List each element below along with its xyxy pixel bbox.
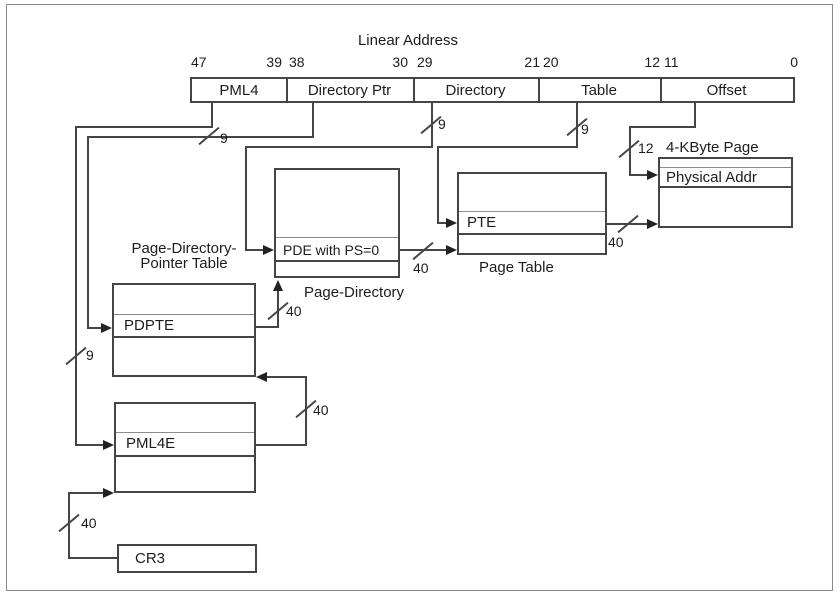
linear-address-box: PML4 Directory Ptr Directory Table Offse… xyxy=(190,77,795,103)
connector-dir-v xyxy=(245,146,247,251)
arrow-into-pte xyxy=(446,218,457,228)
caption-pdpt: Page-Directory- Pointer Table xyxy=(112,241,256,271)
bit-label-11: 11 xyxy=(664,54,679,70)
connector-cr3-h xyxy=(68,557,117,559)
entry-pml4e: PML4E xyxy=(126,435,176,452)
cr3-box: CR3 xyxy=(117,544,257,573)
connector-pml4-v xyxy=(75,126,77,445)
caption-page-table: Page Table xyxy=(479,259,554,276)
connector-offset-v xyxy=(629,126,631,176)
bus-label-offset-width: 12 xyxy=(638,140,654,156)
arrow-into-page-directory-base xyxy=(273,280,283,291)
row-divider xyxy=(276,260,398,262)
bus-label-cr3-width: 40 xyxy=(81,515,97,531)
connector-offset-h xyxy=(629,126,696,128)
row-divider xyxy=(459,211,605,212)
caption-page-directory: Page-Directory xyxy=(304,284,405,301)
pdpt-box: PDPTE xyxy=(112,283,256,377)
arrow-into-pde xyxy=(263,245,274,255)
connector-pml4-h xyxy=(75,126,213,128)
page-directory-box: PDE with PS=0 xyxy=(274,168,400,278)
entry-pde: PDE with PS=0 xyxy=(283,242,380,258)
connector-cr3-in xyxy=(68,492,104,494)
bit-label-29: 29 xyxy=(417,54,433,70)
connector-pdpte-out-h xyxy=(255,326,279,328)
connector-pml4-in xyxy=(75,444,104,446)
caption-pdpt-line1: Page-Directory- xyxy=(131,240,237,257)
field-directory: Directory xyxy=(413,79,540,101)
connector-dirptr-in xyxy=(87,327,104,329)
connector-pml4e-out-h xyxy=(255,444,307,446)
connector-table-in xyxy=(437,222,447,224)
arrow-into-page-base xyxy=(647,219,658,229)
linear-address-title: Linear Address xyxy=(357,32,459,49)
connector-table-h xyxy=(437,146,578,148)
row-divider xyxy=(116,432,254,433)
bit-label-30: 30 xyxy=(392,54,408,70)
arrow-into-page-table-base xyxy=(446,245,457,255)
row-divider xyxy=(116,455,254,457)
connector-dirptr-drop xyxy=(312,101,314,138)
bit-label-39: 39 xyxy=(266,54,282,70)
field-directory-ptr: Directory Ptr xyxy=(286,79,415,101)
row-divider xyxy=(276,237,398,238)
row-divider xyxy=(459,233,605,235)
connector-offset-drop xyxy=(694,101,696,128)
connector-dirptr-h xyxy=(87,136,314,138)
connector-cr3-v xyxy=(68,492,70,559)
arrow-into-pml4e xyxy=(103,440,114,450)
page-table-box: PTE xyxy=(457,172,607,255)
entry-cr3: CR3 xyxy=(135,550,166,567)
bit-label-47: 47 xyxy=(191,54,207,70)
row-divider xyxy=(660,186,791,188)
arrow-into-pml4-base xyxy=(103,488,114,498)
page-4k-box: Physical Addr xyxy=(658,157,793,228)
entry-physical-addr: Physical Addr xyxy=(666,169,757,186)
bit-label-20: 20 xyxy=(543,54,559,70)
connector-table-v xyxy=(437,146,439,223)
caption-pdpt-line2: Pointer Table xyxy=(140,255,228,272)
bit-label-0: 0 xyxy=(790,54,798,70)
bus-label-dir-index: 9 xyxy=(438,116,446,132)
bus-label-pml4e-width: 40 xyxy=(313,402,329,418)
row-divider xyxy=(660,167,791,168)
bus-label-pdpte-width: 40 xyxy=(286,303,302,319)
bus-label-pde-width: 40 xyxy=(413,260,429,276)
diagram-frame xyxy=(6,4,833,591)
bit-label-12: 12 xyxy=(644,54,660,70)
bus-label-table-index: 9 xyxy=(581,121,589,137)
connector-pml4-drop xyxy=(211,101,213,128)
bus-label-pml4-index: 9 xyxy=(86,347,94,363)
connector-offset-in xyxy=(629,174,648,176)
bit-label-38: 38 xyxy=(289,54,305,70)
connector-dir-h xyxy=(245,146,433,148)
field-pml4: PML4 xyxy=(192,79,288,101)
row-divider xyxy=(114,336,254,338)
connector-pml4e-out-v xyxy=(305,376,307,446)
connector-dir-in xyxy=(245,249,264,251)
bus-label-pte-width: 40 xyxy=(608,234,624,250)
field-table: Table xyxy=(538,79,662,101)
caption-4kbyte-page: 4-KByte Page xyxy=(666,139,759,156)
connector-pml4e-out-top xyxy=(266,376,306,378)
entry-pte: PTE xyxy=(467,214,497,231)
bit-label-21: 21 xyxy=(524,54,540,70)
field-offset: Offset xyxy=(706,81,747,99)
pml4-table-box: PML4E xyxy=(114,402,256,493)
arrow-into-pdpte xyxy=(101,323,112,333)
row-divider xyxy=(114,314,254,315)
entry-pdpte: PDPTE xyxy=(124,317,175,334)
connector-dirptr-v xyxy=(87,136,89,329)
bus-label-dirptr-index: 9 xyxy=(220,130,228,146)
arrow-into-physical-addr xyxy=(647,170,658,180)
arrow-into-pdpt-base xyxy=(256,372,267,382)
